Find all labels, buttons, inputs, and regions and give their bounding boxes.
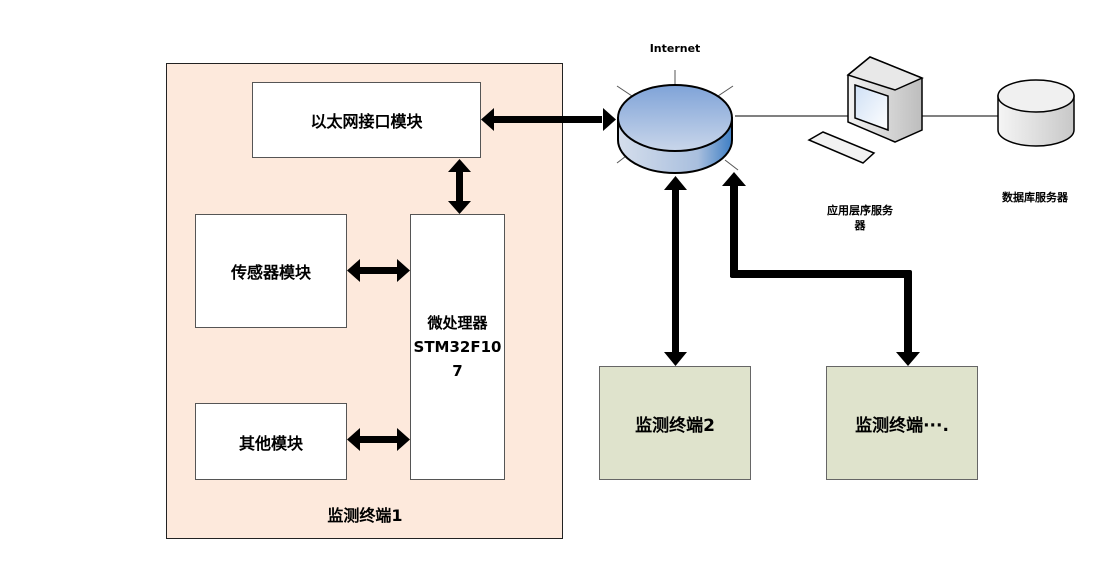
arrows xyxy=(347,108,920,451)
mcu-label-line3: 7 xyxy=(452,362,463,380)
terminal1-label: 监测终端1 xyxy=(327,506,403,525)
other-module-box: 其他模块 xyxy=(195,403,347,480)
mcu-box: 微处理器 STM32F10 7 xyxy=(410,214,505,480)
other-module-label: 其他模块 xyxy=(238,433,303,453)
mcu-label-line2: STM32F10 xyxy=(413,338,502,356)
terminal2-box: 监测终端2 xyxy=(599,366,751,480)
internet-label: Internet xyxy=(649,42,701,55)
sensor-module-label: 传感器模块 xyxy=(230,263,311,282)
app-server-label: 应用层序服务 器 xyxy=(805,203,915,233)
terminal-more-box: 监测终端···. xyxy=(826,366,978,480)
terminal2-label: 监测终端2 xyxy=(635,415,715,436)
other-mcu-arrow xyxy=(347,428,410,451)
database-server-icon xyxy=(997,79,1075,147)
sensor-module-box: 传感器模块 xyxy=(195,214,347,328)
ethernet-mcu-arrow xyxy=(448,159,471,214)
network-lines xyxy=(616,70,1000,171)
app-server-computer-icon xyxy=(807,56,924,164)
db-server-label: 数据库服务器 xyxy=(1002,191,1068,204)
mcu-label-line1: 微处理器 xyxy=(427,314,488,332)
ethernet-module-label: 以太网接口模块 xyxy=(310,112,423,131)
internet-cloud-icon xyxy=(617,84,733,174)
app-server-label-line1: 应用层序服务 xyxy=(827,204,893,217)
internet-terminal2-arrow xyxy=(664,176,687,366)
app-server-label-line2: 器 xyxy=(854,219,866,232)
terminal-more-label: 监测终端···. xyxy=(855,415,949,436)
ethernet-module-box: 以太网接口模块 xyxy=(252,82,481,158)
internet-terminal-more-arrow xyxy=(722,172,920,366)
ethernet-internet-arrow xyxy=(481,108,616,131)
sensor-mcu-arrow xyxy=(347,259,410,282)
